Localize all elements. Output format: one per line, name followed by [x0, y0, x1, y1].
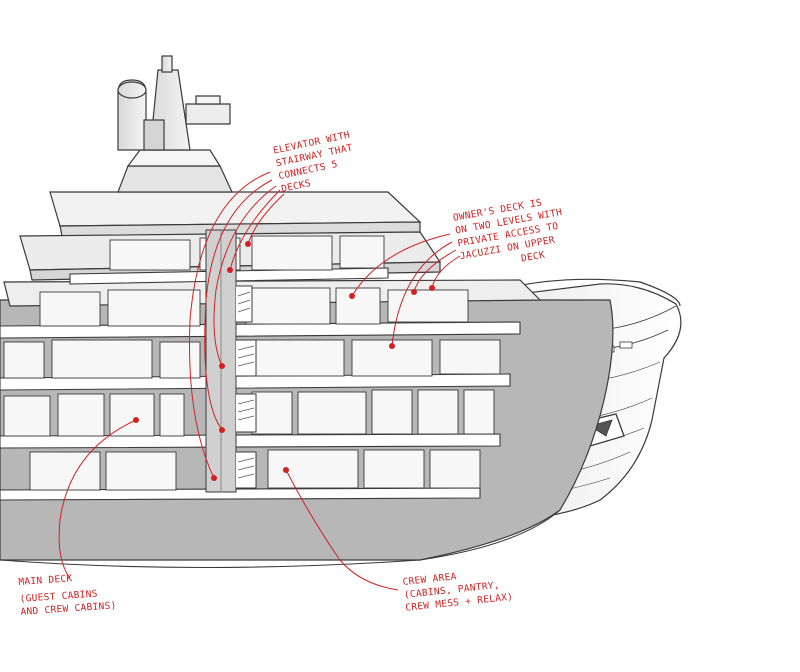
annotation-dots — [133, 241, 435, 481]
mast-and-radar — [117, 55, 231, 151]
elevator-stairway — [205, 229, 257, 493]
annotation-leaders — [58, 171, 461, 591]
annotation-main-deck: MAIN DECK (GUEST CABINS AND CREW CABINS) — [18, 569, 117, 619]
cabins — [3, 235, 501, 491]
